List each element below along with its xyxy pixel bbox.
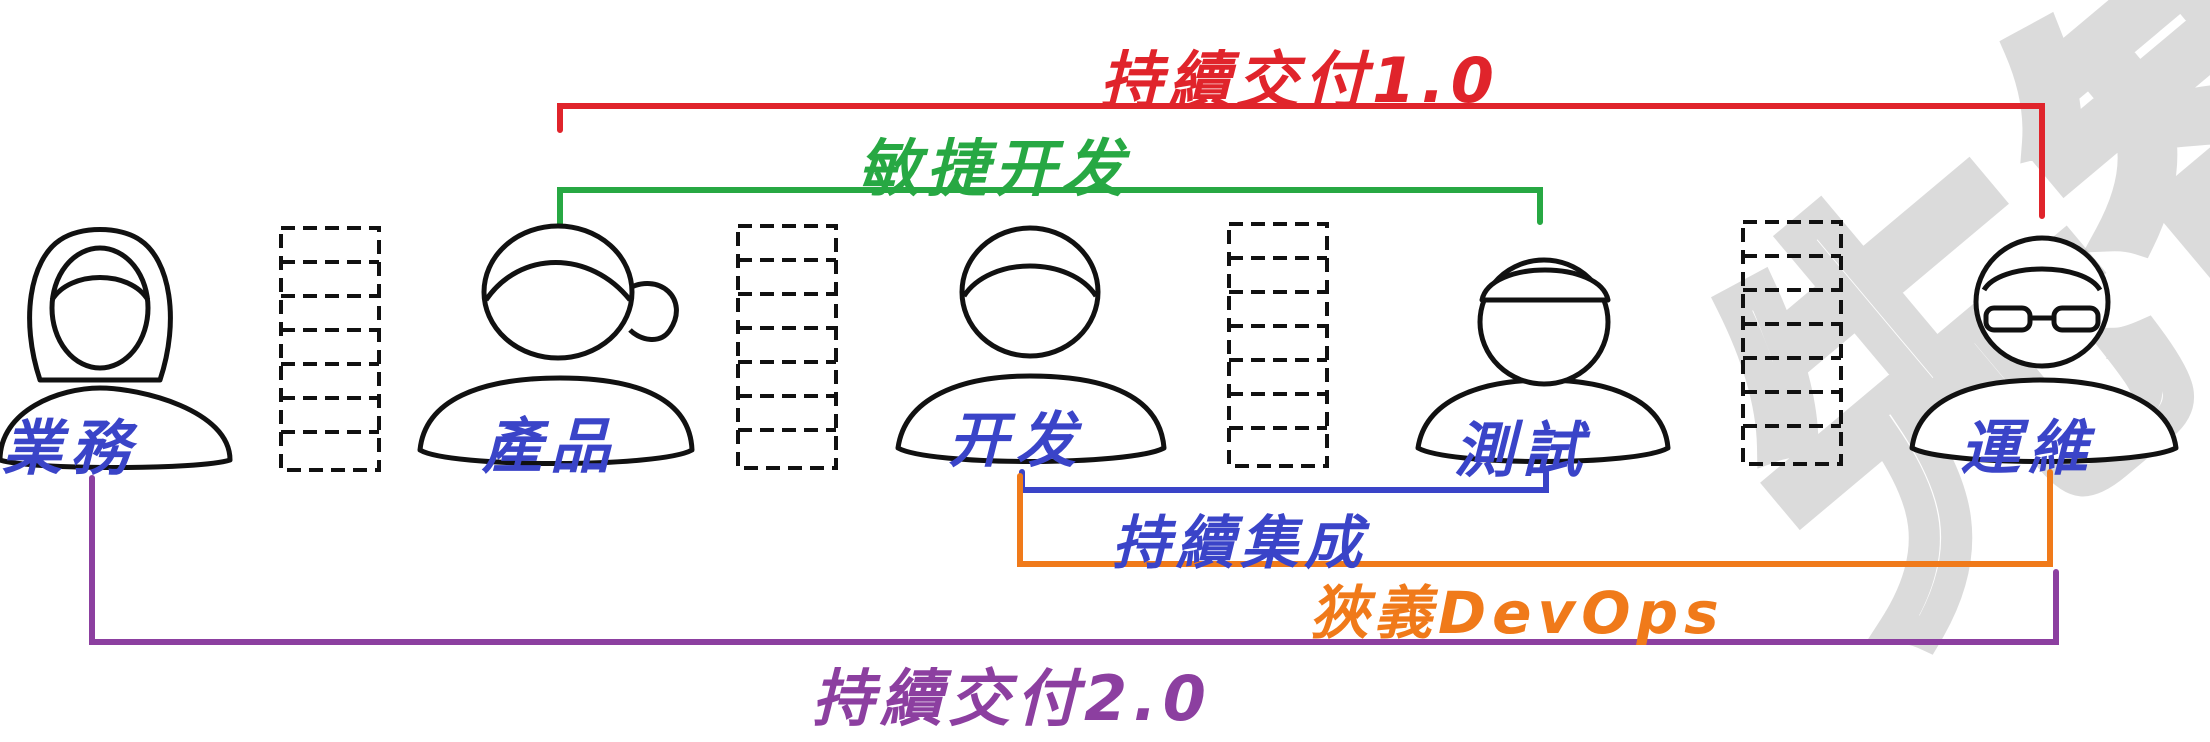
ci-label: 持續集成	[1112, 509, 1369, 577]
cd2-label: 持續交付2.0	[812, 662, 1212, 735]
role-label-ops: 運維	[1960, 414, 2096, 484]
devops-label: 狹義DevOps	[1310, 579, 1725, 647]
cd1-label: 持續交付1.0	[1100, 44, 1500, 117]
queue-3	[1227, 222, 1329, 468]
business-person-icon	[0, 227, 233, 470]
cd1-bracket	[557, 103, 2045, 219]
role-label-test: 測試	[1454, 416, 1590, 486]
agile-label: 敏捷开发	[858, 132, 1131, 205]
queue-2	[736, 224, 838, 470]
role-label-business: 業務	[2, 414, 138, 484]
queue-4	[1741, 220, 1843, 466]
role-label-dev: 开发	[948, 406, 1084, 476]
dev-person-icon	[895, 225, 1167, 464]
role-label-product: 產品	[482, 412, 618, 482]
ops-person-icon	[1909, 235, 2179, 464]
cd2-bracket	[89, 475, 2059, 645]
product-person-icon	[417, 223, 695, 466]
test-person-icon	[1415, 257, 1671, 464]
agile-bracket	[557, 187, 1543, 229]
devops-bracket	[1017, 469, 2053, 567]
queue-1	[279, 226, 381, 472]
